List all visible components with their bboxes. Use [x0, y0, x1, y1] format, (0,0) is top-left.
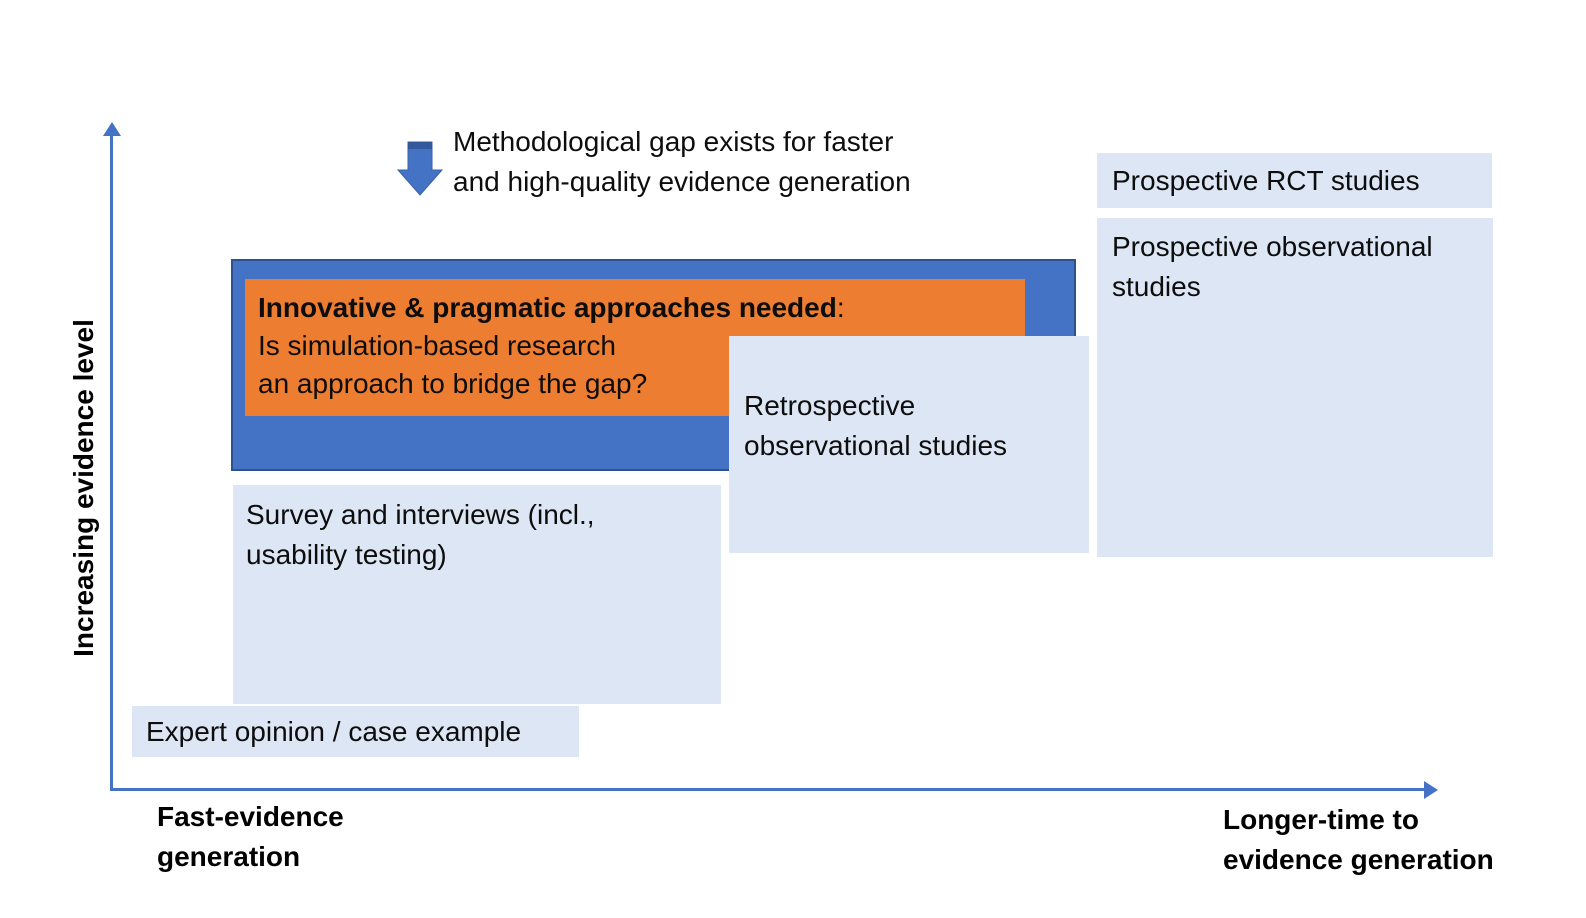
- survey-line2: usability testing): [246, 539, 447, 570]
- y-axis-label: Increasing evidence level: [68, 319, 99, 657]
- x-axis-arrowhead-icon: [1424, 781, 1438, 799]
- x-axis-label-longer-time: Longer-time to evidence generation: [1223, 800, 1494, 880]
- x-axis-line: [110, 788, 1426, 791]
- x-axis-label-longer-time-line1: Longer-time to: [1223, 804, 1419, 835]
- x-axis-label-longer-time-line2: evidence generation: [1223, 844, 1494, 875]
- box-survey-and-interviews: Survey and interviews (incl., usability …: [233, 485, 721, 704]
- retrospective-line2: observational studies: [744, 430, 1008, 461]
- annotation-line2: and high-quality evidence generation: [453, 166, 911, 197]
- gap-box-heading-bold: Innovative & pragmatic approaches needed: [258, 292, 837, 323]
- prospective-obs-line2: studies: [1112, 271, 1201, 302]
- box-expert-opinion: Expert opinion / case example: [132, 706, 579, 757]
- gap-highlight-inner-box: Innovative & pragmatic approaches needed…: [245, 279, 1025, 416]
- box-prospective-rct-studies: Prospective RCT studies: [1097, 153, 1492, 208]
- gap-box-line2: Is simulation-based research: [258, 330, 616, 361]
- x-axis-label-fast-evidence-line1: Fast-evidence: [157, 801, 344, 832]
- gap-box-heading: Innovative & pragmatic approaches needed…: [258, 289, 1012, 327]
- annotation-line1: Methodological gap exists for faster: [453, 126, 894, 157]
- methodological-gap-annotation: Methodological gap exists for faster and…: [453, 122, 911, 202]
- gap-box-heading-colon: :: [836, 292, 845, 323]
- box-retrospective-observational-studies: Retrospective observational studies: [729, 336, 1089, 553]
- x-axis-label-fast-evidence: Fast-evidence generation: [157, 797, 344, 877]
- retrospective-line1: Retrospective: [744, 390, 916, 421]
- x-axis-label-fast-evidence-line2: generation: [157, 841, 301, 872]
- gap-box-line3: an approach to bridge the gap?: [258, 368, 648, 399]
- prospective-obs-line1: Prospective observational: [1112, 231, 1433, 262]
- box-prospective-observational-studies: Prospective observational studies: [1097, 218, 1493, 557]
- survey-line1: Survey and interviews (incl.,: [246, 499, 595, 530]
- y-axis-arrowhead-icon: [103, 122, 121, 136]
- block-down-arrow-icon: [396, 140, 444, 203]
- y-axis-line: [110, 134, 113, 790]
